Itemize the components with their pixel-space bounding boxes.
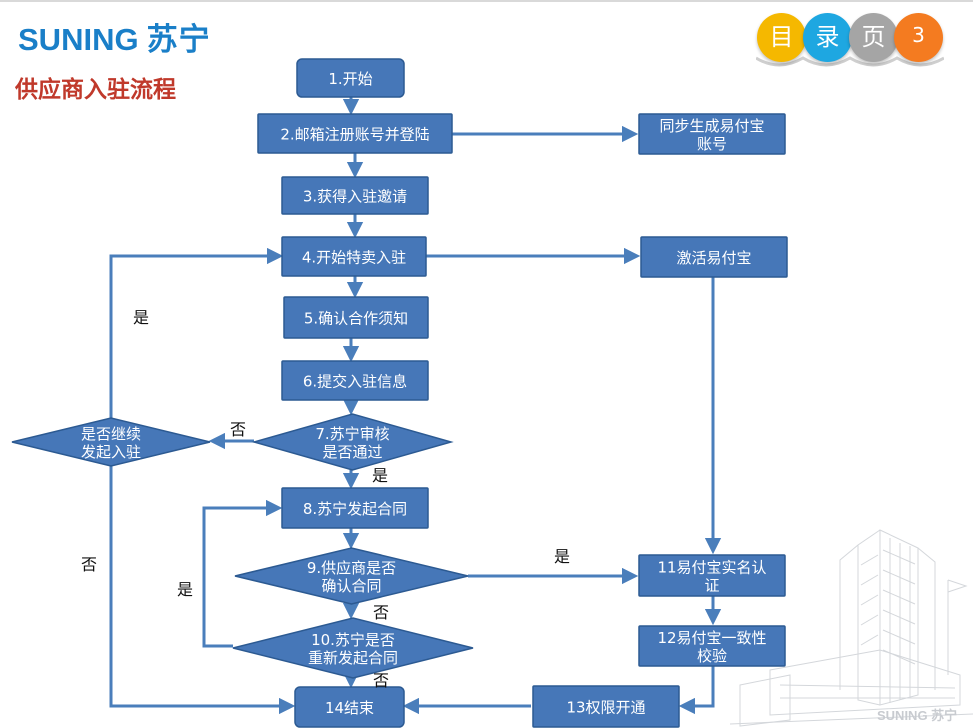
flow-node-n4: 4.开始特卖入驻 bbox=[281, 236, 427, 277]
nav-button-mu[interactable]: 目 bbox=[757, 13, 806, 62]
flow-node-shape-n13 bbox=[532, 685, 680, 728]
flow-node-label-n2: 2.邮箱注册账号并登陆 bbox=[280, 126, 429, 144]
flow-node-label-n6: 6.提交入驻信息 bbox=[303, 373, 407, 391]
flow-node-label-n8: 8.苏宁发起合同 bbox=[303, 500, 407, 518]
flow-node-label-n13: 13权限开通 bbox=[566, 699, 645, 717]
flow-node-label-n4: 4.开始特卖入驻 bbox=[302, 249, 406, 267]
l-yes-9: 是 bbox=[554, 547, 570, 566]
flow-node-label-n12: 校验 bbox=[697, 647, 727, 665]
top-border bbox=[0, 0, 973, 2]
edge-continue-yes-4 bbox=[109, 247, 284, 418]
flow-node-label-n5: 5.确认合作须知 bbox=[304, 310, 408, 328]
l-no-9: 否 bbox=[373, 603, 389, 622]
flow-node-n1: 1.开始 bbox=[296, 58, 405, 98]
flow-node-label-nact: 激活易付宝 bbox=[676, 249, 751, 267]
edge-continue-no-14 bbox=[109, 466, 296, 715]
page-number: 3 bbox=[912, 23, 925, 47]
flow-node-shape-n4 bbox=[281, 236, 427, 277]
flow-node-n8: 8.苏宁发起合同 bbox=[281, 487, 429, 529]
flow-node-n5: 5.确认合作须知 bbox=[283, 296, 429, 339]
flow-node-label-n10: 重新发起合同 bbox=[308, 649, 398, 667]
flow-node-label-n9: 确认合同 bbox=[321, 577, 381, 595]
logo-cn: 苏宁 bbox=[146, 22, 211, 57]
l-no-7: 否 bbox=[230, 420, 246, 439]
flow-node-label-ncont: 发起入驻 bbox=[81, 443, 141, 461]
edge-labels: 是 否 是 否 是 否 是 否 bbox=[81, 308, 570, 690]
flow-node-shape-n3 bbox=[281, 176, 429, 215]
flow-edges bbox=[109, 97, 722, 715]
flow-node-shape-nsync bbox=[638, 113, 786, 155]
flow-node-label-n12: 12易付宝一致性 bbox=[657, 629, 766, 647]
nav-wave-decoration bbox=[756, 56, 944, 67]
nav-button-mu-label: 目 bbox=[769, 23, 794, 51]
nav-button-lu[interactable]: 录 bbox=[803, 13, 852, 62]
nav-button-lu-label: 录 bbox=[815, 23, 840, 51]
flow-node-label-n9: 9.供应商是否 bbox=[307, 559, 396, 577]
flow-node-shape-n14 bbox=[294, 686, 405, 728]
flow-node-n6: 6.提交入驻信息 bbox=[281, 360, 429, 401]
flow-node-shape-n11 bbox=[638, 554, 786, 597]
l-yes-7: 是 bbox=[372, 466, 388, 485]
flow-node-shape-n1 bbox=[296, 58, 405, 98]
flow-node-n3: 3.获得入驻邀请 bbox=[281, 176, 429, 215]
flow-node-n14: 14结束 bbox=[294, 686, 405, 728]
flow-node-shape-n7 bbox=[251, 413, 454, 471]
flow-node-label-n7: 是否通过 bbox=[322, 443, 382, 461]
flow-nodes: 1.开始 2.邮箱注册账号并登陆 3.获得入驻邀请 4.开始特卖入驻 5.确认合作须知 6… bbox=[11, 58, 788, 728]
nav-button-ye-label: 页 bbox=[861, 23, 886, 51]
flow-node-nact: 激活易付宝 bbox=[640, 236, 788, 278]
flow-node-n13: 13权限开通 bbox=[532, 685, 680, 728]
footer-logo: SUNING 苏宁 bbox=[877, 708, 958, 723]
flow-node-shape-n12 bbox=[638, 625, 786, 667]
flow-node-shape-n6 bbox=[281, 360, 429, 401]
flow-node-label-n3: 3.获得入驻邀请 bbox=[303, 188, 407, 206]
flow-node-shape-n9 bbox=[234, 547, 469, 605]
l-yes-loop: 是 bbox=[133, 308, 149, 327]
flow-node-label-n1: 1.开始 bbox=[328, 70, 372, 88]
flow-node-label-nsync: 账号 bbox=[697, 135, 727, 153]
flow-node-label-n14: 14结束 bbox=[325, 699, 374, 717]
l-no-cont: 否 bbox=[81, 555, 97, 574]
l-yes-10: 是 bbox=[177, 580, 193, 599]
edge-12-13 bbox=[678, 666, 715, 715]
flow-node-shape-n5 bbox=[283, 296, 429, 339]
flow-node-shape-n10 bbox=[232, 617, 474, 679]
flow-node-shape-ncont bbox=[11, 417, 211, 467]
building-illustration bbox=[730, 529, 973, 727]
page-number-badge[interactable]: 3 bbox=[894, 13, 943, 62]
flow-node-label-nsync: 同步生成易付宝 bbox=[659, 117, 764, 135]
edge-10-yes-8 bbox=[202, 499, 283, 648]
flow-node-label-n7: 7.苏宁审核 bbox=[315, 425, 389, 443]
flow-node-shape-n8 bbox=[281, 487, 429, 529]
flow-node-shape-n2 bbox=[257, 113, 453, 154]
flow-node-label-n10: 10.苏宁是否 bbox=[311, 631, 395, 649]
page-title: 供应商入驻流程 bbox=[15, 76, 176, 103]
l-no-10: 否 bbox=[373, 671, 389, 690]
flow-node-shape-nact bbox=[640, 236, 788, 278]
flow-node-label-n11: 证 bbox=[704, 577, 719, 595]
logo-en: SUNING bbox=[18, 22, 139, 57]
flow-node-label-ncont: 是否继续 bbox=[81, 425, 141, 443]
flow-node-n2: 2.邮箱注册账号并登陆 bbox=[257, 113, 453, 154]
flow-node-label-n11: 11易付宝实名认 bbox=[657, 559, 766, 577]
nav-button-ye[interactable]: 页 bbox=[849, 13, 898, 62]
